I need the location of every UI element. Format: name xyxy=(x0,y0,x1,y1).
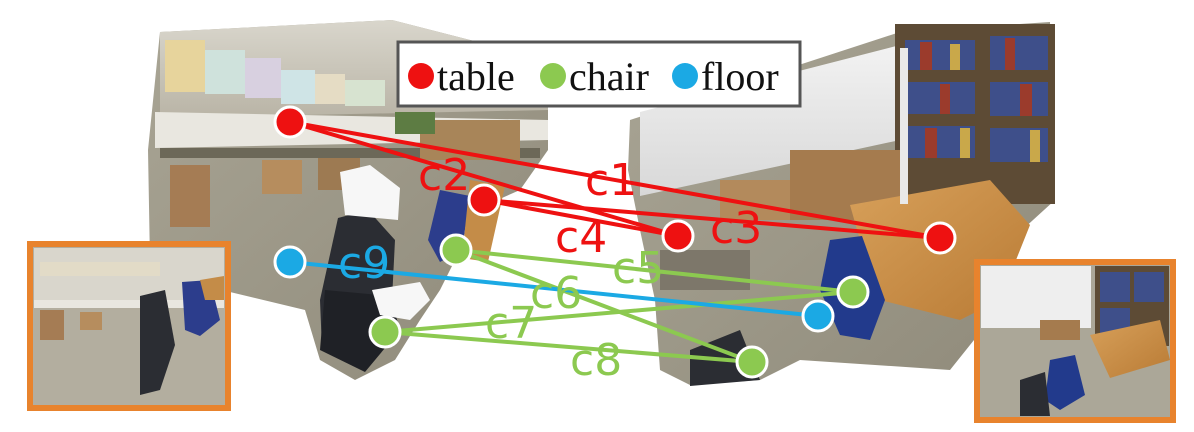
legend-label-floor: floor xyxy=(701,54,779,99)
correspondence-lines xyxy=(288,120,942,364)
correspondence-label-c9: c9 xyxy=(338,238,390,289)
legend: table chair floor xyxy=(396,40,802,108)
legend-swatch-floor xyxy=(672,63,698,89)
correspondence-line-c9 xyxy=(288,260,820,318)
keypoints xyxy=(273,105,957,379)
keypoint-table-t4 xyxy=(923,221,957,255)
keypoint-table-t1 xyxy=(273,105,307,139)
correspondence-line-c1 xyxy=(288,120,942,240)
keypoint-chair-ch4 xyxy=(735,345,769,379)
keypoint-table-t3 xyxy=(661,219,695,253)
correspondence-line-c3 xyxy=(482,198,942,240)
keypoint-floor-f2 xyxy=(801,299,835,333)
keypoint-chair-ch1 xyxy=(439,233,473,267)
legend-swatch-chair xyxy=(540,63,566,89)
correspondence-line-c5 xyxy=(454,248,855,294)
correspondence-line-c8 xyxy=(383,330,754,364)
correspondence-label-c7: c7 xyxy=(485,298,537,349)
thumbnail-left-view xyxy=(27,241,231,411)
correspondence-line-c4 xyxy=(482,198,680,238)
legend-label-chair: chair xyxy=(569,54,649,99)
keypoint-chair-ch2 xyxy=(368,315,402,349)
correspondence-label-c3: c3 xyxy=(710,203,762,254)
correspondence-label-c6: c6 xyxy=(530,268,582,319)
correspondence-label-c1: c1 xyxy=(585,155,637,206)
keypoint-floor-f1 xyxy=(273,245,307,279)
correspondence-label-c2: c2 xyxy=(418,150,470,201)
correspondence-label-c5: c5 xyxy=(612,243,664,294)
correspondence-label-c8: c8 xyxy=(570,335,622,386)
legend-label-table: table xyxy=(437,54,515,99)
correspondence-label-c4: c4 xyxy=(555,212,607,263)
correspondence-line-c2 xyxy=(288,120,680,238)
keypoint-table-t2 xyxy=(467,183,501,217)
thumbnail-right-view xyxy=(974,259,1176,423)
correspondence-line-c7 xyxy=(383,290,855,334)
legend-box xyxy=(396,40,802,108)
correspondence-line-c6 xyxy=(454,248,754,364)
legend-swatch-table xyxy=(408,63,434,89)
keypoint-chair-ch3 xyxy=(836,275,870,309)
